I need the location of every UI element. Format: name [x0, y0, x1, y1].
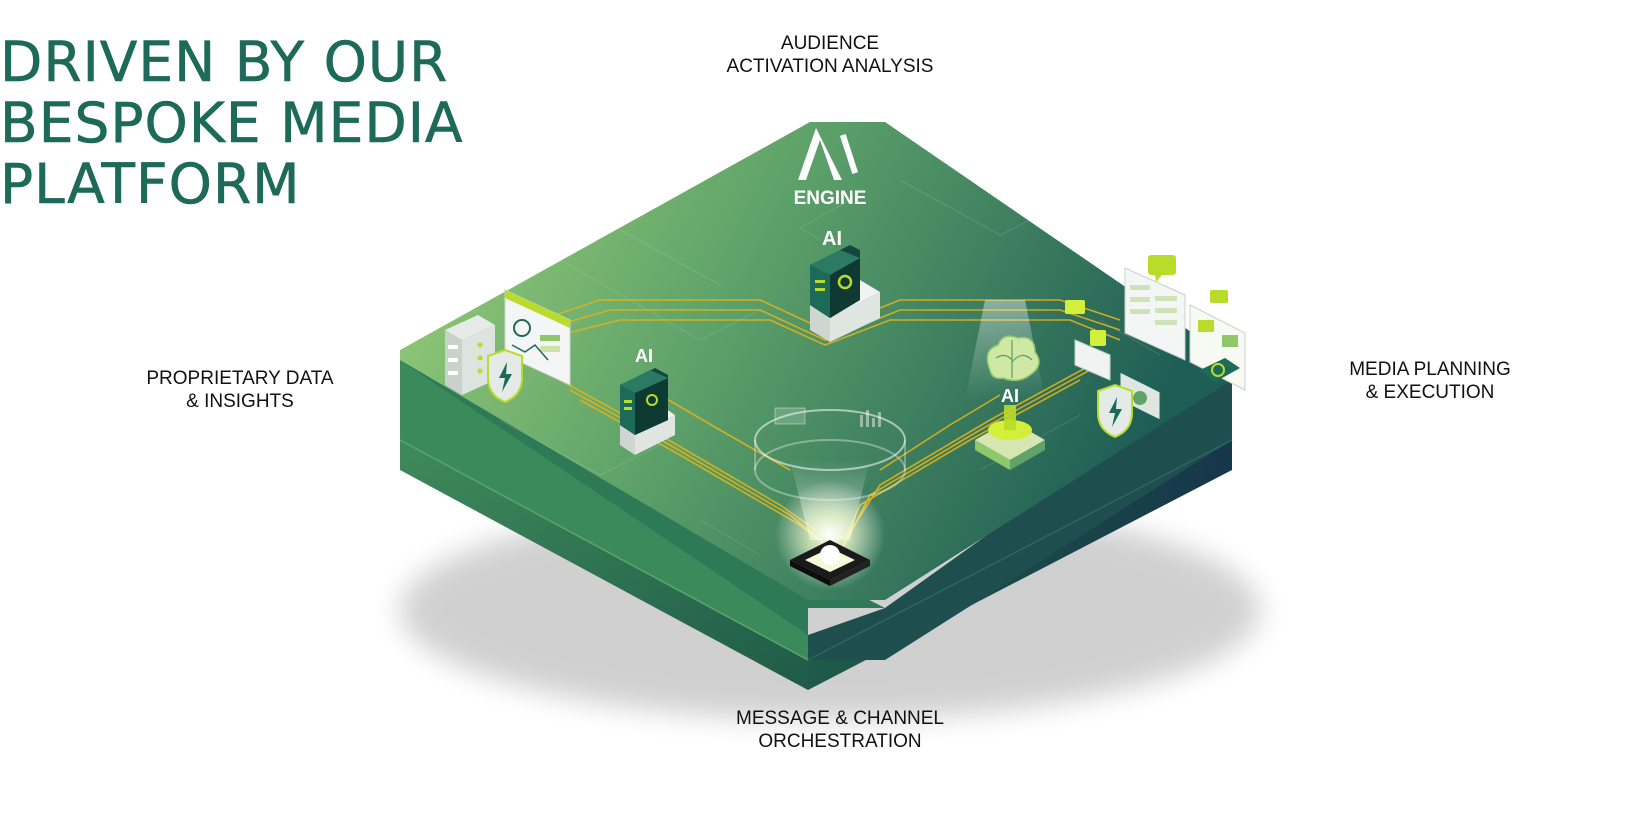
- platform-top: [400, 122, 1232, 600]
- engine-label: ENGINE: [794, 188, 867, 209]
- email-badge-icon: [1200, 358, 1240, 382]
- top-node-chip-label: AI: [822, 228, 842, 250]
- right-node-chip-label: AI: [1001, 386, 1019, 406]
- left-ai-node: AI: [620, 346, 675, 455]
- security-shield-icon: [1097, 383, 1133, 439]
- label-media-planning: MEDIA PLANNING & EXECUTION: [1320, 358, 1540, 404]
- ai-engine-logo: ENGINE: [794, 128, 867, 209]
- brain-icon: [986, 335, 1040, 382]
- top-ai-node: AI: [810, 228, 880, 342]
- label-message-line-2: ORCHESTRATION: [758, 731, 922, 752]
- label-proprietary-line-2: & INSIGHTS: [186, 391, 294, 412]
- label-audience-activation: AUDIENCE ACTIVATION ANALYSIS: [700, 32, 960, 78]
- label-proprietary-data: PROPRIETARY DATA & INSIGHTS: [120, 367, 360, 413]
- label-audience-line-2: ACTIVATION ANALYSIS: [726, 56, 934, 77]
- central-chip-icon: [775, 480, 885, 590]
- platform-edge-left: [400, 360, 885, 660]
- server-rack-icon: [445, 315, 495, 395]
- label-media-line-2: & EXECUTION: [1365, 382, 1495, 403]
- label-audience-line-1: AUDIENCE: [780, 33, 880, 54]
- label-message-channel: MESSAGE & CHANNEL ORCHESTRATION: [720, 707, 960, 753]
- headline-line-3: PLATFORM: [0, 152, 301, 216]
- headline-line-2: BESPOKE MEDIA: [0, 91, 464, 155]
- label-media-line-1: MEDIA PLANNING: [1349, 359, 1511, 380]
- label-message-line-1: MESSAGE & CHANNEL: [736, 708, 944, 729]
- platform-edge-right: [808, 360, 1232, 660]
- security-shield-icon: [487, 348, 523, 404]
- headline: DRIVEN BY OUR BESPOKE MEDIA PLATFORM: [0, 30, 464, 216]
- ai-logo-mark-icon: [798, 128, 859, 180]
- headline-line-1: DRIVEN BY OUR: [0, 30, 449, 94]
- label-proprietary-line-1: PROPRIETARY DATA: [146, 368, 334, 389]
- chat-bubble-icon: [1065, 255, 1228, 346]
- left-node-chip-label: AI: [635, 346, 653, 366]
- platform-side-left: [400, 440, 808, 690]
